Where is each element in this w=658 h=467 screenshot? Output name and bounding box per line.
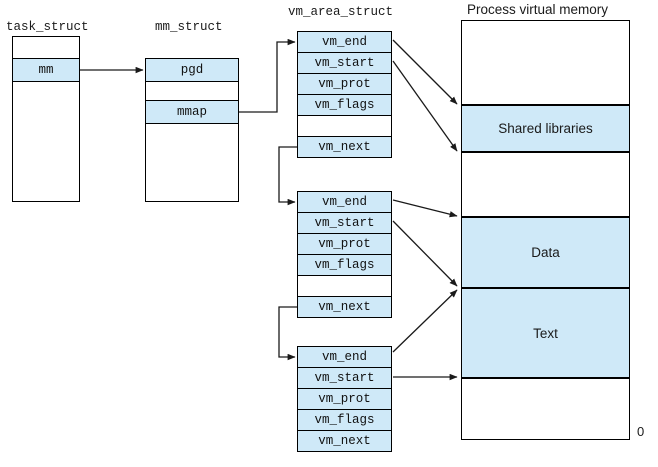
arrow-vma-2-start-to-data-bottom <box>392 220 458 287</box>
vma-1-field-vm-flags[interactable]: vm_flags <box>297 94 392 116</box>
vma-1-field-blank <box>297 115 392 137</box>
vma-1-field-vm-end[interactable]: vm_end <box>297 31 392 53</box>
vma-2-field-vm-prot[interactable]: vm_prot <box>297 233 392 255</box>
arrow-vma-1-start-to-shared-libraries-bottom <box>392 60 458 152</box>
memory-region-top-blank <box>461 20 630 105</box>
memory-region-text[interactable]: Text <box>461 288 630 378</box>
arrow-vma-1-next-to-vma-2 <box>278 146 297 206</box>
memory-region-data[interactable]: Data <box>461 217 630 288</box>
mm-struct-title: mm_struct <box>155 20 223 34</box>
vma-3-field-vm-prot[interactable]: vm_prot <box>297 388 392 410</box>
vma-3-field-vm-flags[interactable]: vm_flags <box>297 409 392 431</box>
arrow-vma-1-end-to-shared-libraries-top <box>392 39 458 105</box>
arrow-vma-2-end-to-data-top <box>392 199 458 218</box>
arrow-mmap-to-vma-1 <box>239 38 296 113</box>
vma-2-field-vm-next[interactable]: vm_next <box>297 296 392 318</box>
process-memory-title: Process virtual memory <box>467 2 609 17</box>
memory-region-bottom-blank <box>461 378 630 440</box>
mm-struct-field-pgd[interactable]: pgd <box>145 58 239 82</box>
vm-area-struct-title: vm_area_struct <box>288 5 394 19</box>
memory-region-gap <box>461 152 630 217</box>
vma-2-field-vm-start[interactable]: vm_start <box>297 212 392 234</box>
vma-2-field-blank <box>297 275 392 297</box>
task-struct-field-mm[interactable]: mm <box>12 58 80 82</box>
vma-2-field-vm-end[interactable]: vm_end <box>297 191 392 213</box>
zero-address-label: 0 <box>637 424 645 439</box>
mm-struct-field-mmap[interactable]: mmap <box>145 100 239 124</box>
vma-1-field-vm-start[interactable]: vm_start <box>297 52 392 74</box>
arrow-vma-3-end-to-text-top <box>392 289 458 353</box>
vma-1-field-vm-next[interactable]: vm_next <box>297 136 392 158</box>
vma-1-field-vm-prot[interactable]: vm_prot <box>297 73 392 95</box>
task-struct-title: task_struct <box>6 20 89 34</box>
vma-3-field-vm-end[interactable]: vm_end <box>297 346 392 368</box>
vma-3-field-vm-start[interactable]: vm_start <box>297 367 392 389</box>
vma-2-field-vm-flags[interactable]: vm_flags <box>297 254 392 276</box>
memory-region-shared-libraries[interactable]: Shared libraries <box>461 105 630 152</box>
vma-3-field-vm-next[interactable]: vm_next <box>297 430 392 452</box>
arrow-vma-2-next-to-vma-3 <box>278 306 297 361</box>
mm-struct-field-blank <box>145 81 239 101</box>
